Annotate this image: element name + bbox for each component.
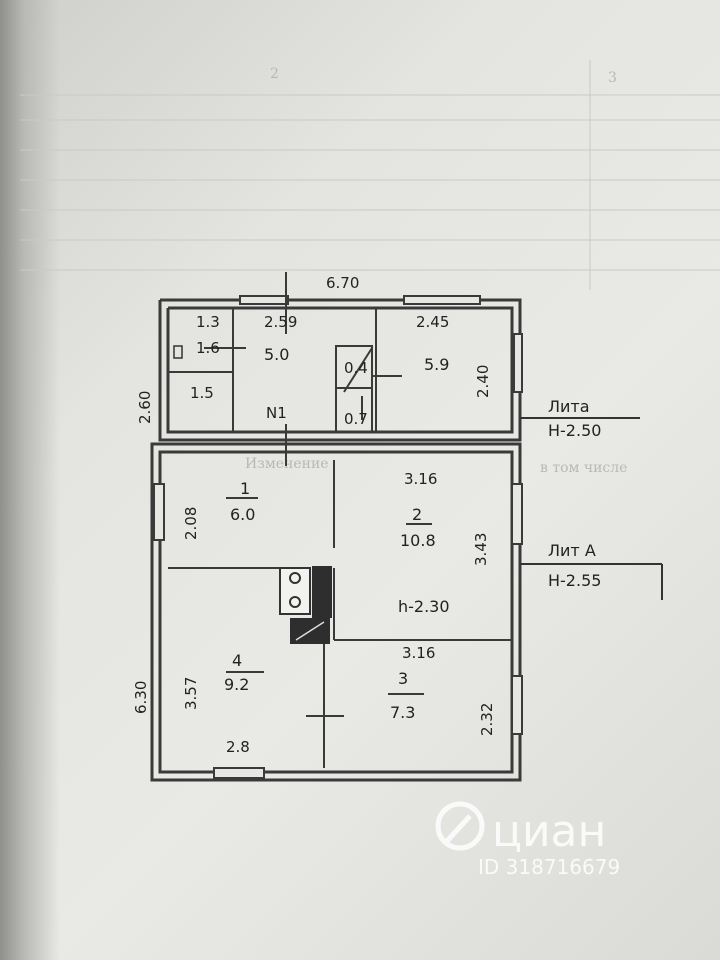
dim-r4-height: 3.57 (182, 677, 200, 710)
room-1-number: 1 (240, 479, 250, 498)
room-1-area: 6.0 (230, 505, 255, 524)
height-note: h-2.30 (398, 597, 450, 616)
legend-1-name: Лита (548, 397, 590, 416)
room-3-area: 7.3 (390, 703, 415, 722)
room-5-area: 5.0 (264, 345, 289, 364)
diagonal-line (343, 347, 373, 393)
dim-r2-width: 3.16 (404, 470, 437, 488)
dim-small-e: 0.7 (344, 410, 368, 428)
windows (153, 295, 523, 779)
dim-overall-width: 6.70 (326, 274, 359, 292)
dim-overall-height: 6.30 (132, 681, 150, 714)
dim-left-top: 2.60 (136, 391, 154, 424)
legend-1-height: Н-2.50 (548, 421, 601, 440)
dim-r2-height: 3.43 (472, 533, 490, 566)
cian-logo-icon (435, 801, 485, 851)
room-4-area: 9.2 (224, 675, 249, 694)
dim-small-a: 1.3 (196, 313, 220, 331)
dim-small-b: 1.6 (196, 339, 220, 357)
room-3-number: 3 (398, 669, 408, 688)
room-4-number: 4 (232, 651, 242, 670)
dim-r1-height: 2.08 (182, 507, 200, 540)
room-2-area: 10.8 (400, 531, 436, 550)
legend-2-name: Лит А (548, 541, 596, 560)
bg-col-2: 2 (270, 66, 279, 82)
stove (279, 566, 332, 644)
dim-right-top: 2.40 (474, 365, 492, 398)
dim-r3-height: 2.32 (478, 703, 496, 736)
dim-small-d: 0.4 (344, 359, 368, 377)
walls (150, 298, 522, 782)
background-table (20, 60, 720, 290)
bg-col-3: 3 (608, 70, 617, 86)
marker-n1: N1 (266, 404, 287, 422)
dim-top-left: 2.59 (264, 313, 297, 331)
dim-top-right: 2.45 (416, 313, 449, 331)
watermark-brand: циан (492, 806, 606, 857)
dim-r3-width: 3.16 (402, 644, 435, 662)
room-2-number: 2 (412, 505, 422, 524)
door-marks (226, 272, 432, 717)
legend-2-height: Н-2.55 (548, 571, 601, 590)
dim-r4-width: 2.8 (226, 738, 250, 756)
bg-header-incl: в том числе (540, 460, 627, 476)
dim-small-c: 1.5 (190, 384, 214, 402)
legend (520, 417, 663, 600)
watermark-id: ID 318716679 (478, 855, 620, 879)
sheet-edge-shadow (0, 0, 60, 960)
room-6-area: 5.9 (424, 355, 449, 374)
closet-marker (173, 345, 183, 359)
